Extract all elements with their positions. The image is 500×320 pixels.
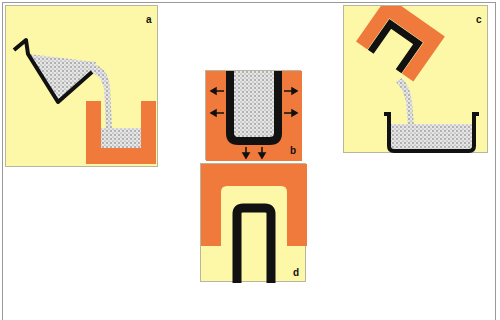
pouring-illustration (6, 6, 159, 168)
step-panel: d (200, 163, 306, 282)
step-letter: b (290, 145, 296, 156)
drying-illustration (206, 71, 302, 161)
step-letter: a (146, 14, 152, 25)
step-letter: c (476, 14, 482, 25)
step-letter: d (293, 267, 299, 278)
step-panel: a (5, 5, 158, 167)
step-panel: b (205, 70, 301, 160)
demoulding-illustration (201, 164, 307, 283)
draining-illustration (344, 6, 489, 154)
step-panel: c (343, 5, 488, 153)
